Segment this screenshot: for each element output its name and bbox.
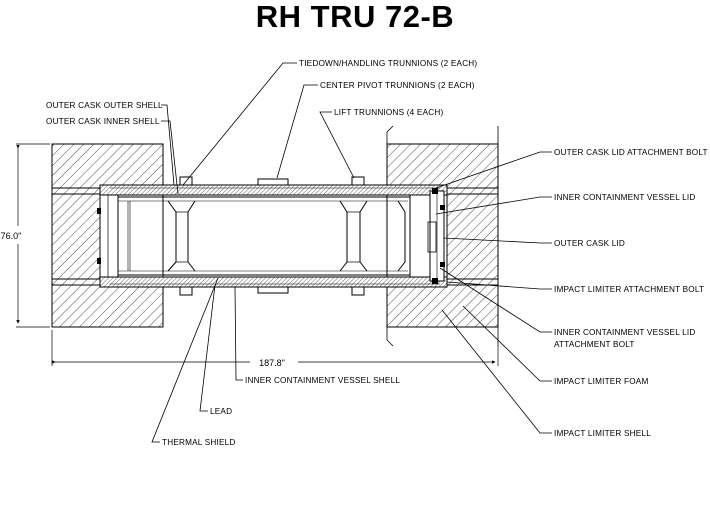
label-impact-limiter-shell: IMPACT LIMITER SHELL <box>554 429 651 438</box>
label-inner-containment-vessel-shell: INNER CONTAINMENT VESSEL SHELL <box>245 376 400 385</box>
diagram-title: RH TRU 72-B <box>255 0 455 34</box>
inner-containment-vessel <box>127 200 406 272</box>
dimension-length: 187.8" <box>51 330 499 368</box>
label-outer-cask-lid: OUTER CASK LID <box>554 239 625 248</box>
length-dimension-label: 187.8" <box>259 358 285 368</box>
label-tiedown-trunnions: TIEDOWN/HANDLING TRUNNIONS (2 EACH) <box>299 59 477 68</box>
label-outer-cask-lid-attachment-bolt: OUTER CASK LID ATTACHMENT BOLT <box>554 148 708 157</box>
outer-cask-body <box>97 184 448 288</box>
trunnions <box>179 176 365 296</box>
label-lead: LEAD <box>210 407 232 416</box>
label-outer-cask-inner-shell: OUTER CASK INNER SHELL <box>46 117 160 126</box>
label-impact-limiter-foam: IMPACT LIMITER FOAM <box>554 377 648 386</box>
label-inner-containment-vessel-lid: INNER CONTAINMENT VESSEL LID <box>554 193 695 202</box>
label-center-pivot-trunnions: CENTER PIVOT TRUNNIONS (2 EACH) <box>320 81 475 90</box>
height-dimension-label: 76.0" <box>1 231 22 241</box>
leader-lines <box>151 62 552 443</box>
dimension-height: 76.0" <box>1 143 50 328</box>
label-icv-lid-attachment-bolt-line1: INNER CONTAINMENT VESSEL LID <box>554 328 695 337</box>
label-thermal-shield: THERMAL SHIELD <box>162 438 235 447</box>
component-labels: TIEDOWN/HANDLING TRUNNIONS (2 EACH) CENT… <box>46 59 708 447</box>
label-impact-limiter-attachment-bolt: IMPACT LIMITER ATTACHMENT BOLT <box>554 285 704 294</box>
label-lift-trunnions: LIFT TRUNNIONS (4 EACH) <box>334 108 443 117</box>
label-outer-cask-outer-shell: OUTER CASK OUTER SHELL <box>46 101 163 110</box>
label-icv-lid-attachment-bolt-line2: ATTACHMENT BOLT <box>554 340 635 349</box>
